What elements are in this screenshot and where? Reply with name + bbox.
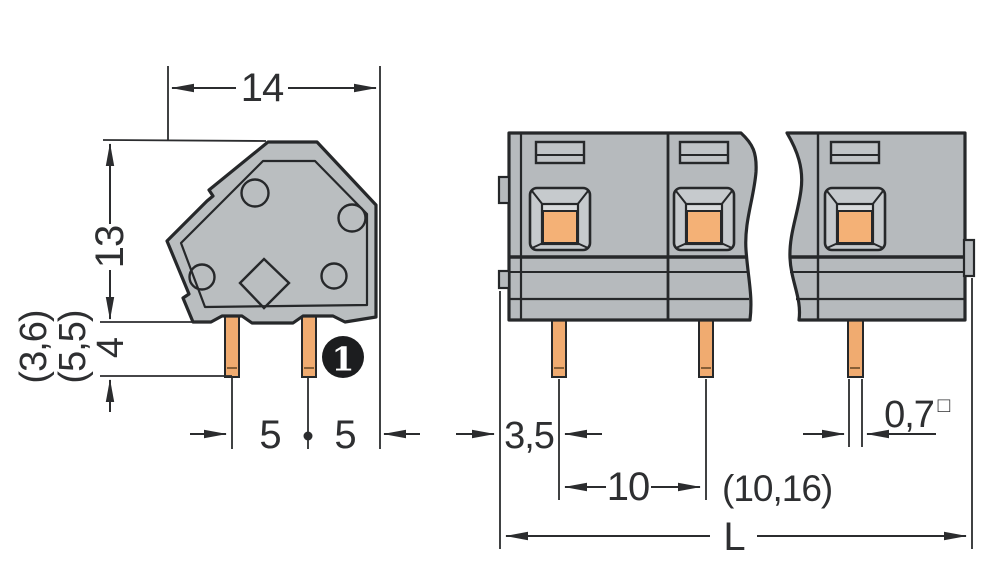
side-hole-bottom-right — [320, 262, 348, 290]
clamp-opening-pole-1 — [528, 186, 592, 252]
side-view-dimensions: 14 13 4 (3,6) (5,5) 5 5 — [13, 66, 420, 457]
front-view-dimensions: 3,5 10 (10,16) 0,7 □ L — [456, 278, 973, 559]
left-edge-tab-bottom — [497, 269, 511, 290]
marker-slot — [829, 140, 881, 165]
clamp-bevel-lines — [675, 190, 733, 249]
dim-pin-width-square-symbol: □ — [938, 394, 951, 417]
side-view-inner-contour — [179, 159, 369, 309]
side-hole-right — [337, 203, 367, 233]
side-diamond-opening — [238, 257, 291, 310]
side-view: 1 — [165, 140, 378, 379]
side-pin-right — [301, 309, 317, 378]
clamp-conductor — [686, 210, 722, 244]
dim-pin-length-alt-inner-label: (3,6) — [13, 310, 55, 383]
dim-pin-width-label: 0,7 — [884, 394, 934, 436]
chain-dim-dot — [303, 431, 313, 441]
marker-slot-pole-3 — [829, 140, 881, 165]
marker-slot — [534, 140, 586, 165]
clamp-conductor — [837, 210, 873, 244]
dim-pitch-label: 10 — [607, 465, 650, 509]
clamp-bevel-lines — [531, 190, 589, 249]
side-hole-top — [240, 178, 270, 208]
dim-pin-length-alt-outer-label: (5,5) — [52, 310, 94, 383]
dim-pitch-alt-label: (10,16) — [722, 468, 832, 509]
dim-pin-gap-left-label: 5 — [259, 413, 280, 457]
marker-slot-pole-2 — [678, 140, 730, 165]
dim-overall-length-label: L — [723, 515, 744, 559]
front-housing-left-section — [507, 131, 758, 322]
clamp-opening-pole-3 — [823, 186, 887, 252]
side-view-housing — [165, 140, 378, 325]
dim-width-label: 14 — [241, 66, 284, 110]
side-pin-left — [224, 309, 240, 378]
clamp-opening-pole-2 — [672, 186, 736, 252]
right-edge-tab — [962, 238, 976, 278]
left-edge-tab-top — [497, 175, 511, 205]
marker-slot-pole-1 — [534, 140, 586, 165]
callout-1-number: 1 — [332, 340, 355, 379]
marker-slot — [678, 140, 730, 165]
dim-pin-gap-right-label: 5 — [334, 413, 355, 457]
ext-line — [102, 139, 267, 142]
dim-edge-to-pin-label: 3,5 — [504, 415, 554, 457]
side-hole-bottom-left — [188, 263, 216, 291]
dim-pin-length-label: 4 — [90, 337, 132, 358]
front-view — [497, 131, 976, 378]
clamp-conductor — [542, 210, 578, 244]
clamp-bevel-lines — [826, 190, 884, 249]
callout-1-badge — [322, 336, 364, 378]
dim-height-label: 13 — [88, 226, 132, 269]
